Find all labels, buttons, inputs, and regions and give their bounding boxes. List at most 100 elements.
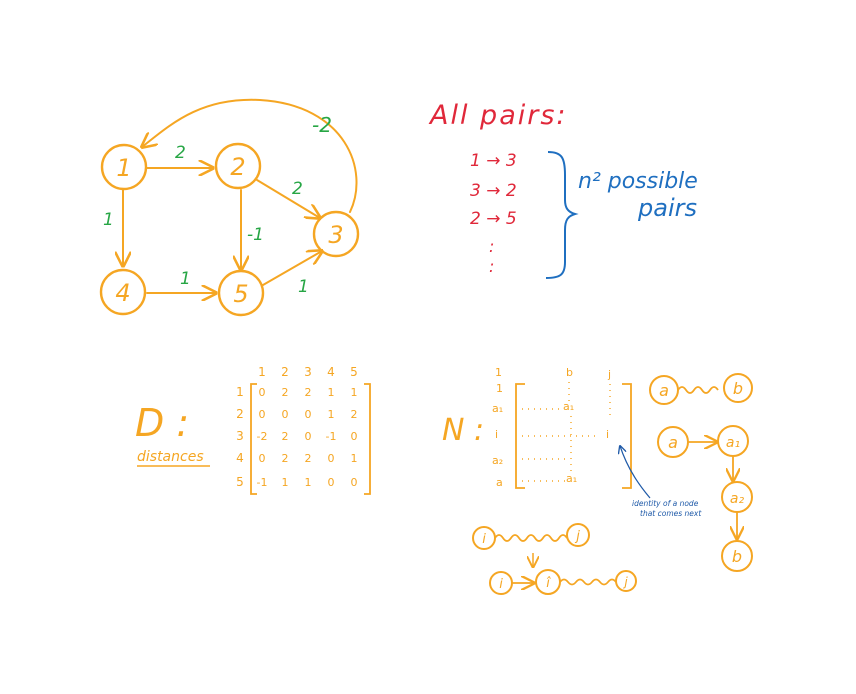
- next-col-header-b: b: [566, 366, 573, 379]
- all-pairs-title: All pairs:: [428, 100, 568, 131]
- edge-3-1: [142, 98, 358, 213]
- dist-right-bracket: [364, 383, 371, 495]
- dist-cell: 1: [282, 476, 289, 489]
- weight-3-1: -2: [312, 113, 332, 137]
- next-matrix-left-bracket: [515, 383, 525, 489]
- pair-ellipsis-2: :: [489, 257, 494, 276]
- chain-node-a2: a₂: [730, 491, 745, 507]
- pair-item-3: 2 → 5: [470, 209, 517, 229]
- node-label-1: 1: [116, 154, 131, 182]
- dist-cell: 2: [305, 386, 312, 399]
- path-node-i: i: [482, 532, 486, 547]
- pair-ellipsis-1: :: [489, 237, 494, 256]
- distances-label: distances: [137, 449, 204, 465]
- node-label-3: 3: [328, 221, 343, 249]
- node-label-5: 5: [233, 280, 248, 308]
- dist-cell: 2: [282, 386, 289, 399]
- weight-2-3: 2: [292, 179, 303, 199]
- next-row-header-a2: a₂: [492, 454, 503, 467]
- weight-4-5: 1: [180, 269, 191, 289]
- node-label-2: 2: [230, 153, 245, 181]
- squiggle-a-b: [677, 386, 719, 394]
- dist-cell: 0: [351, 430, 358, 443]
- dist-col-header: 4: [327, 365, 335, 379]
- dist-row-header: 4: [236, 451, 244, 465]
- graph-node-3: 3: [312, 210, 360, 258]
- next-matrix-right-bracket: [622, 383, 632, 489]
- dist-cell: 0: [259, 452, 266, 465]
- next-matrix-symbol: N :: [442, 413, 484, 448]
- weighted-graph: 1 2 3 4 5: [99, 98, 360, 317]
- node-label-4: 4: [115, 279, 130, 307]
- dist-row-header: 3: [236, 429, 244, 443]
- next-cell-i-j: i: [606, 428, 609, 441]
- next-row-header-a: a: [496, 476, 503, 489]
- weight-1-4: 1: [103, 210, 114, 230]
- dist-cell: 0: [259, 386, 266, 399]
- dist-cell: 1: [328, 408, 335, 421]
- path-node-a: a: [659, 381, 669, 400]
- dist-cell: 2: [282, 452, 289, 465]
- squiggle-i-j: [494, 534, 568, 542]
- edge-2-3: [256, 179, 320, 218]
- graph-node-5: 5: [217, 269, 265, 317]
- distances-symbol: D :: [135, 401, 189, 445]
- possible-pairs-note-line1: n² possible: [578, 169, 698, 194]
- all-pairs-section: All pairs: 1 → 3 3 → 2 2 → 5 : : n² poss…: [428, 100, 698, 279]
- dist-row-header: 1: [236, 385, 244, 399]
- dist-cell: 0: [259, 408, 266, 421]
- dist-cell: 0: [305, 430, 312, 443]
- path-sketches: a b a a₁ a₂ b i j: [472, 373, 753, 595]
- dist-cell: 1: [351, 386, 358, 399]
- dist-row-header: 2: [236, 407, 244, 421]
- dist-cell: 0: [328, 452, 335, 465]
- chain-node-b: b: [732, 547, 742, 566]
- dist-cell: 0: [351, 476, 358, 489]
- next-col-header-j: j: [607, 368, 611, 381]
- next-matrix-section: N : 1 b j 1 a₁ i a₂ a a₁ i a₁ identity o…: [442, 366, 702, 518]
- curly-brace: [545, 151, 579, 279]
- path-chain: a a₁ a₂ b: [657, 425, 753, 572]
- path-a-to-b: a b: [649, 373, 753, 405]
- next-row-header-1: 1: [496, 382, 503, 395]
- possible-pairs-note-line2: pairs: [637, 194, 697, 222]
- dist-cell: 0: [282, 408, 289, 421]
- dist-col-header: 3: [304, 365, 312, 379]
- dist-row-header: 5: [236, 475, 244, 489]
- dist-cell: -1: [326, 430, 337, 443]
- dist-cell: 1: [305, 476, 312, 489]
- graph-node-1: 1: [100, 143, 148, 191]
- path-i-ihat-j: i î j: [489, 569, 637, 595]
- dist-cell: 2: [351, 408, 358, 421]
- pair-item-2: 3 → 2: [470, 181, 517, 201]
- next-col-header-1: 1: [495, 366, 502, 379]
- dist-col-header: 1: [258, 365, 266, 379]
- next-cell-a1-b: a₁: [563, 400, 574, 413]
- weight-5-3: 1: [298, 277, 309, 297]
- next-row-header-a1: a₁: [492, 402, 503, 415]
- chain-node-a: a: [668, 433, 678, 452]
- weight-2-5: -1: [247, 225, 264, 245]
- edge-5-3: [262, 251, 322, 286]
- path-node-j: j: [574, 529, 580, 544]
- dist-left-bracket: [250, 383, 257, 495]
- graph-node-4: 4: [99, 268, 147, 316]
- path-node-b: b: [733, 379, 743, 398]
- edge-weights: -2 2 2 1 -1 1 1: [103, 113, 332, 297]
- path2-node-ihat: î: [546, 576, 551, 591]
- squiggle-ihat-j: [559, 578, 617, 586]
- path2-node-j: j: [622, 575, 628, 589]
- dist-cell: -1: [257, 476, 268, 489]
- dist-col-header: 5: [350, 365, 358, 379]
- dist-cell: 1: [328, 386, 335, 399]
- next-annotation-line2: that comes next: [640, 509, 702, 518]
- dist-cell: 1: [351, 452, 358, 465]
- dist-cell: 2: [305, 452, 312, 465]
- dist-cell: 0: [305, 408, 312, 421]
- path-i-to-j: i j: [472, 523, 590, 567]
- dist-cell: 0: [328, 476, 335, 489]
- dist-col-header: 2: [281, 365, 289, 379]
